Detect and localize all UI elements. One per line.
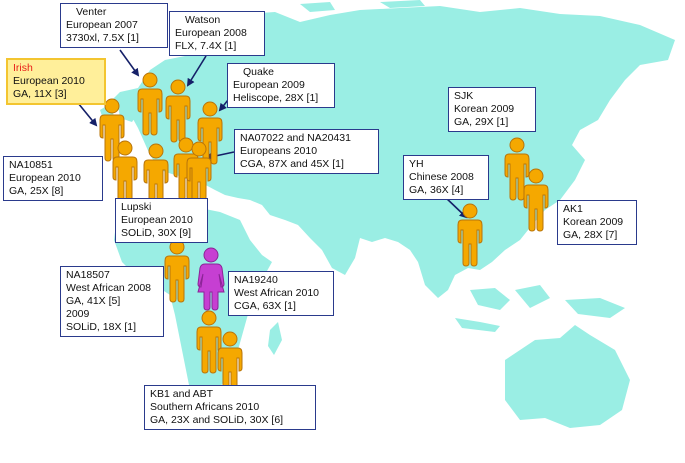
na19240-line1: West African 2010	[234, 287, 320, 299]
quake-line2: Heliscope, 28X [1]	[233, 92, 319, 104]
na18507-line4: SOLiD, 18X [1]	[66, 321, 137, 333]
label-lupski: Lupski European 2010 SOLiD, 30X [9]	[115, 198, 208, 243]
na19240-name: NA19240	[234, 274, 278, 286]
label-na18507: NA18507 West African 2008 GA, 41X [5] 20…	[60, 266, 164, 337]
watson-line1: European 2008	[175, 27, 247, 39]
yh-name: YH	[409, 158, 424, 170]
label-ak1: AK1 Korean 2009 GA, 28X [7]	[557, 200, 637, 245]
sjk-line2: GA, 29X [1]	[454, 116, 509, 128]
label-sjk: SJK Korean 2009 GA, 29X [1]	[448, 87, 536, 132]
na07022-name: NA07022 and NA20431	[240, 132, 351, 144]
venter-name: Venter	[76, 6, 107, 18]
connector-arrows	[77, 49, 468, 219]
venter-arrow	[119, 49, 140, 77]
kb1-line2: GA, 23X and SOLiD, 30X [6]	[150, 414, 284, 426]
arctic-island-land-2	[380, 0, 425, 8]
label-watson: Watson European 2008 FLX, 7.4X [1]	[169, 11, 265, 56]
ak1-line1: Korean 2009	[563, 216, 624, 228]
label-na07022: NA07022 and NA20431 Europeans 2010 CGA, …	[234, 129, 379, 174]
venter-line1: European 2007	[66, 19, 138, 31]
australia-land	[505, 325, 630, 428]
na10851-line1: European 2010	[9, 172, 81, 184]
arctic-island-land	[300, 2, 335, 12]
na10851-line2: GA, 25X [8]	[9, 185, 64, 197]
watson-line2: FLX, 7.4X [1]	[175, 40, 237, 52]
na18507-line2: GA, 41X [5]	[66, 295, 121, 307]
sea-islands-land-2	[515, 285, 550, 308]
na07022-line2: CGA, 87X and 45X [1]	[240, 158, 344, 170]
japan-land	[552, 145, 575, 190]
sea-islands-land	[470, 288, 510, 310]
sjk-line1: Korean 2009	[454, 103, 515, 115]
kb1-name: KB1 and ABT	[150, 388, 214, 400]
ak1-line2: GA, 28X [7]	[563, 229, 618, 241]
label-kb1: KB1 and ABT Southern Africans 2010 GA, 2…	[144, 385, 316, 430]
new-guinea-land	[565, 298, 625, 318]
kb1-line1: Southern Africans 2010	[150, 401, 260, 413]
watson-arrow	[186, 55, 207, 87]
irish-line1: European 2010	[13, 75, 85, 87]
quake-name: Quake	[243, 66, 274, 78]
irish-arrow	[77, 102, 98, 127]
label-na19240: NA19240 West African 2010 CGA, 63X [1]	[228, 271, 334, 316]
label-quake: Quake European 2009 Heliscope, 28X [1]	[227, 63, 335, 108]
label-yh: YH Chinese 2008 GA, 36X [4]	[403, 155, 489, 200]
ak1-name: AK1	[563, 203, 583, 215]
sea-islands-land-3	[455, 318, 500, 332]
sjk-name: SJK	[454, 90, 474, 102]
lupski-line2: SOLiD, 30X [9]	[121, 227, 192, 239]
yh-line2: GA, 36X [4]	[409, 184, 464, 196]
madagascar-land	[268, 322, 282, 355]
label-venter: Venter European 2007 3730xl, 7.5X [1]	[60, 3, 168, 48]
label-irish: Irish European 2010 GA, 11X [3]	[6, 58, 106, 105]
venter-line2: 3730xl, 7.5X [1]	[66, 32, 139, 44]
na07022-line1: Europeans 2010	[240, 145, 318, 157]
na18507-line3: 2009	[66, 308, 90, 320]
irish-name: Irish	[13, 62, 33, 74]
british-isles-land	[118, 92, 140, 122]
lupski-name: Lupski	[121, 201, 152, 213]
yh-line1: Chinese 2008	[409, 171, 474, 183]
quake-line1: European 2009	[233, 79, 305, 91]
na19240-line2: CGA, 63X [1]	[234, 300, 296, 312]
irish-line2: GA, 11X [3]	[13, 88, 67, 100]
lupski-line1: European 2010	[121, 214, 193, 226]
watson-name: Watson	[185, 14, 221, 26]
label-na10851: NA10851 European 2010 GA, 25X [8]	[3, 156, 103, 201]
na10851-name: NA10851	[9, 159, 53, 171]
na18507-name: NA18507	[66, 269, 110, 281]
na18507-line1: West African 2008	[66, 282, 152, 294]
